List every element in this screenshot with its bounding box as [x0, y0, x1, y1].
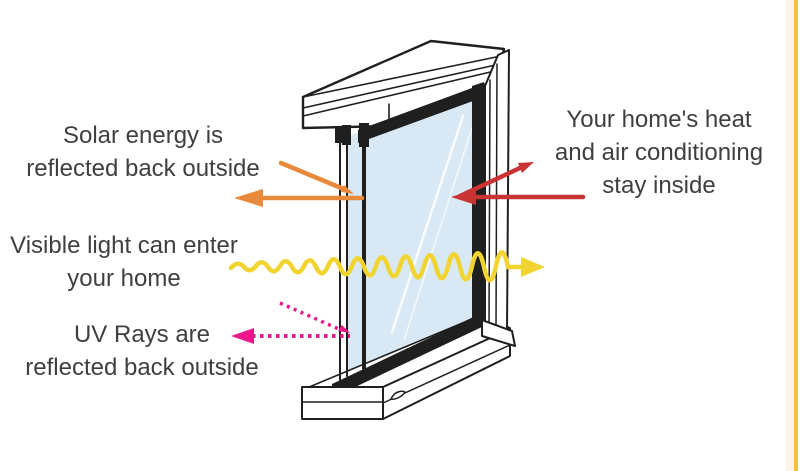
home-heat-label-line3: stay inside: [602, 172, 716, 199]
glass-reflection-streak: [403, 127, 473, 341]
visible-light-arrow: [228, 250, 545, 283]
visible-light-label-line2: your home: [67, 265, 181, 292]
window-frame-bands: [332, 82, 484, 398]
window-frame: [481, 49, 516, 347]
window-panes: [335, 123, 369, 381]
window-glass: [347, 84, 484, 392]
window-sill: [301, 328, 511, 420]
home-heat-label-line1: Your home's heat: [566, 106, 752, 133]
heat-reflection-arrow: [451, 162, 586, 205]
uv-reflection-arrow: [231, 301, 350, 344]
solar-energy-label: Solar energy is reflected back outside: [26, 119, 259, 185]
solar-energy-label-line1: Solar energy is: [62, 122, 224, 149]
uv-rays-label-line2: reflected back outside: [25, 354, 259, 381]
visible-light-label-line1: Visible light can enter: [10, 232, 238, 259]
page-accent-border: [786, 0, 798, 471]
solar-reflection-arrow: [234, 160, 365, 207]
sill-nose: [481, 319, 516, 347]
uv-rays-label-line1: UV Rays are: [73, 321, 211, 348]
home-heat-label-line2: and air conditioning: [554, 139, 764, 166]
uv-rays-label: UV Rays are reflected back outside: [25, 318, 258, 384]
window-drawing: [301, 39, 516, 420]
glass-reflection-streak: [390, 114, 465, 334]
window-header: [301, 39, 506, 130]
sill-notch: [390, 390, 406, 400]
visible-light-label: Visible light can enter your home: [10, 229, 238, 295]
home-heat-label: Your home's heat and air conditioning st…: [555, 103, 763, 202]
solar-energy-label-line2: reflected back outside: [26, 155, 260, 182]
